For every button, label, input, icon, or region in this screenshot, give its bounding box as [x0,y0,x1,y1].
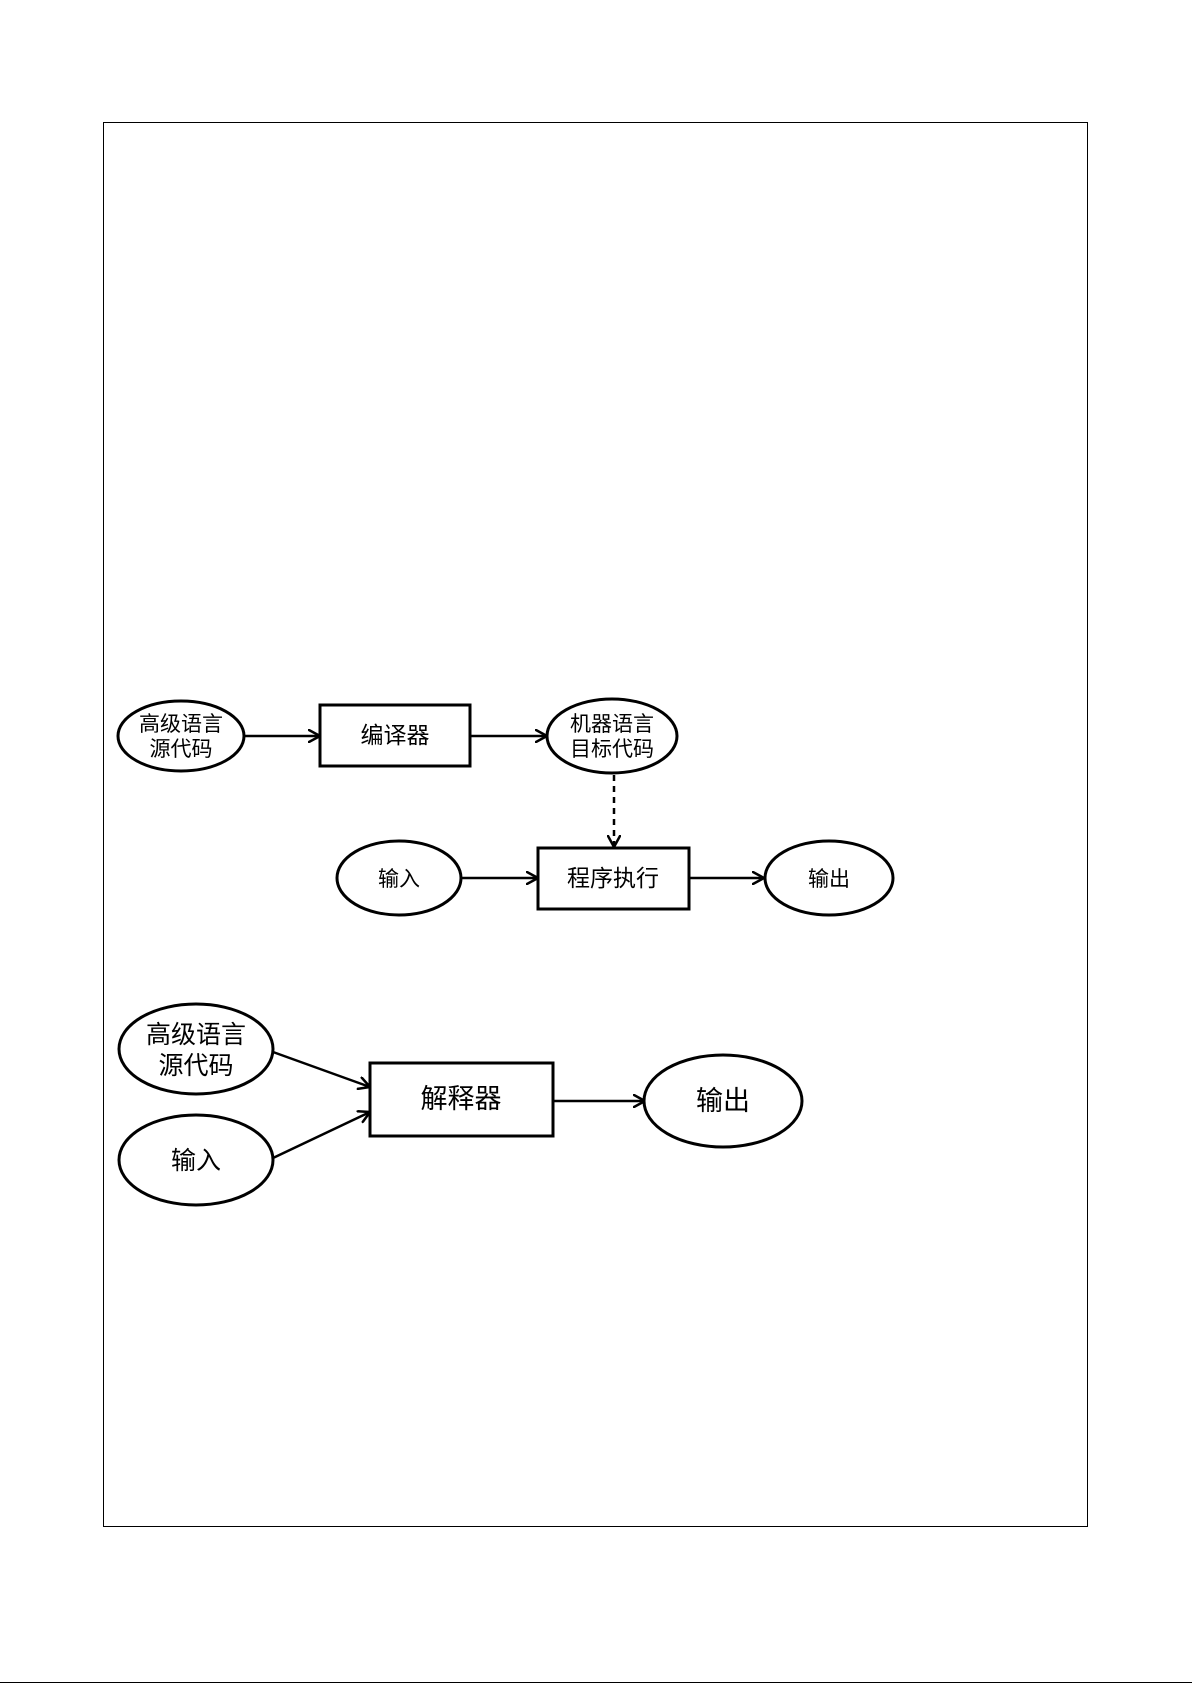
compiler-output-label: 输出 [808,867,850,891]
interpreter-node: 解释器 [370,1063,553,1136]
interpreter-source-node: 高级语言 源代码 [119,1004,273,1094]
interpreter-output-node: 输出 [644,1055,802,1147]
compiler-input-node: 输入 [337,841,461,915]
compiler-input-label: 输入 [378,867,420,891]
arrow-source-to-interpreter [273,1052,370,1087]
interpreter-label: 解释器 [421,1084,502,1115]
interpreter-source-line2: 源代码 [158,1051,233,1080]
compiler-target-line1: 机器语言 [570,712,654,736]
compiler-target-line2: 目标代码 [570,737,654,761]
compiler-source-line1: 高级语言 [139,712,223,736]
interpreter-source-line1: 高级语言 [146,1020,246,1049]
compiler-target-node: 机器语言 目标代码 [547,699,677,773]
compiler-source-node: 高级语言 源代码 [118,701,244,771]
execute-label: 程序执行 [567,866,659,892]
interpreter-output-label: 输出 [696,1086,750,1117]
interpreter-input-label: 输入 [171,1146,221,1175]
compiler-flow: 高级语言 源代码 编译器 机器语言 目标代码 输入 程序 [118,699,893,915]
compiler-node: 编译器 [320,705,470,766]
interpreter-flow: 高级语言 源代码 输入 解释器 输出 [119,1004,802,1205]
compiler-label: 编译器 [361,723,430,749]
interpreter-input-node: 输入 [119,1115,273,1205]
compiler-output-node: 输出 [765,841,893,915]
compiler-source-line2: 源代码 [150,737,213,761]
arrow-input-to-interpreter [273,1112,370,1158]
execute-node: 程序执行 [538,848,689,909]
